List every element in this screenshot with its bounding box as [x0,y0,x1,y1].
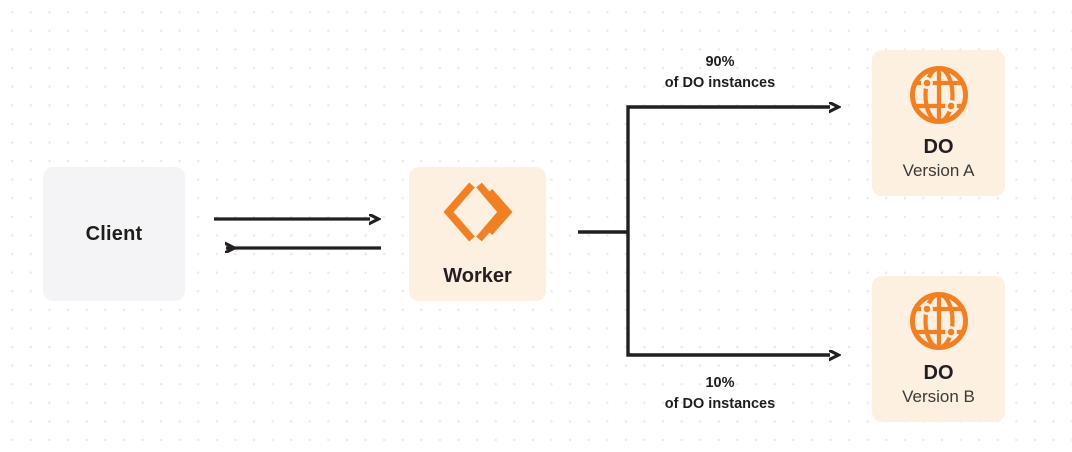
edge-label-do-b-caption: of DO instances [664,395,776,412]
edge-label-do-b-percent: 10% [705,375,735,391]
node-do-version-b-label: DO [923,361,954,384]
edge-label-do-a-caption: of DO instances [664,74,776,91]
node-do-version-b-sublabel: Version B [902,386,975,406]
edge-label-do-b: 10% of DO instances [612,373,828,414]
node-client[interactable]: Client [43,167,185,301]
cloudflare-workers-icon [442,181,514,243]
node-client-label: Client [85,222,143,245]
node-do-version-a-label: DO [923,135,954,158]
globe-icon [908,290,970,352]
node-do-version-b[interactable]: DO Version B [872,276,1005,422]
edge-label-do-a: 90% of DO instances [612,52,828,93]
node-do-version-a-sublabel: Version A [902,160,975,180]
globe-icon [908,64,970,126]
node-worker-label: Worker [443,264,512,287]
edge-label-do-a-percent: 90% [705,54,735,70]
node-do-version-a[interactable]: DO Version A [872,50,1005,196]
node-worker[interactable]: Worker [409,167,546,301]
